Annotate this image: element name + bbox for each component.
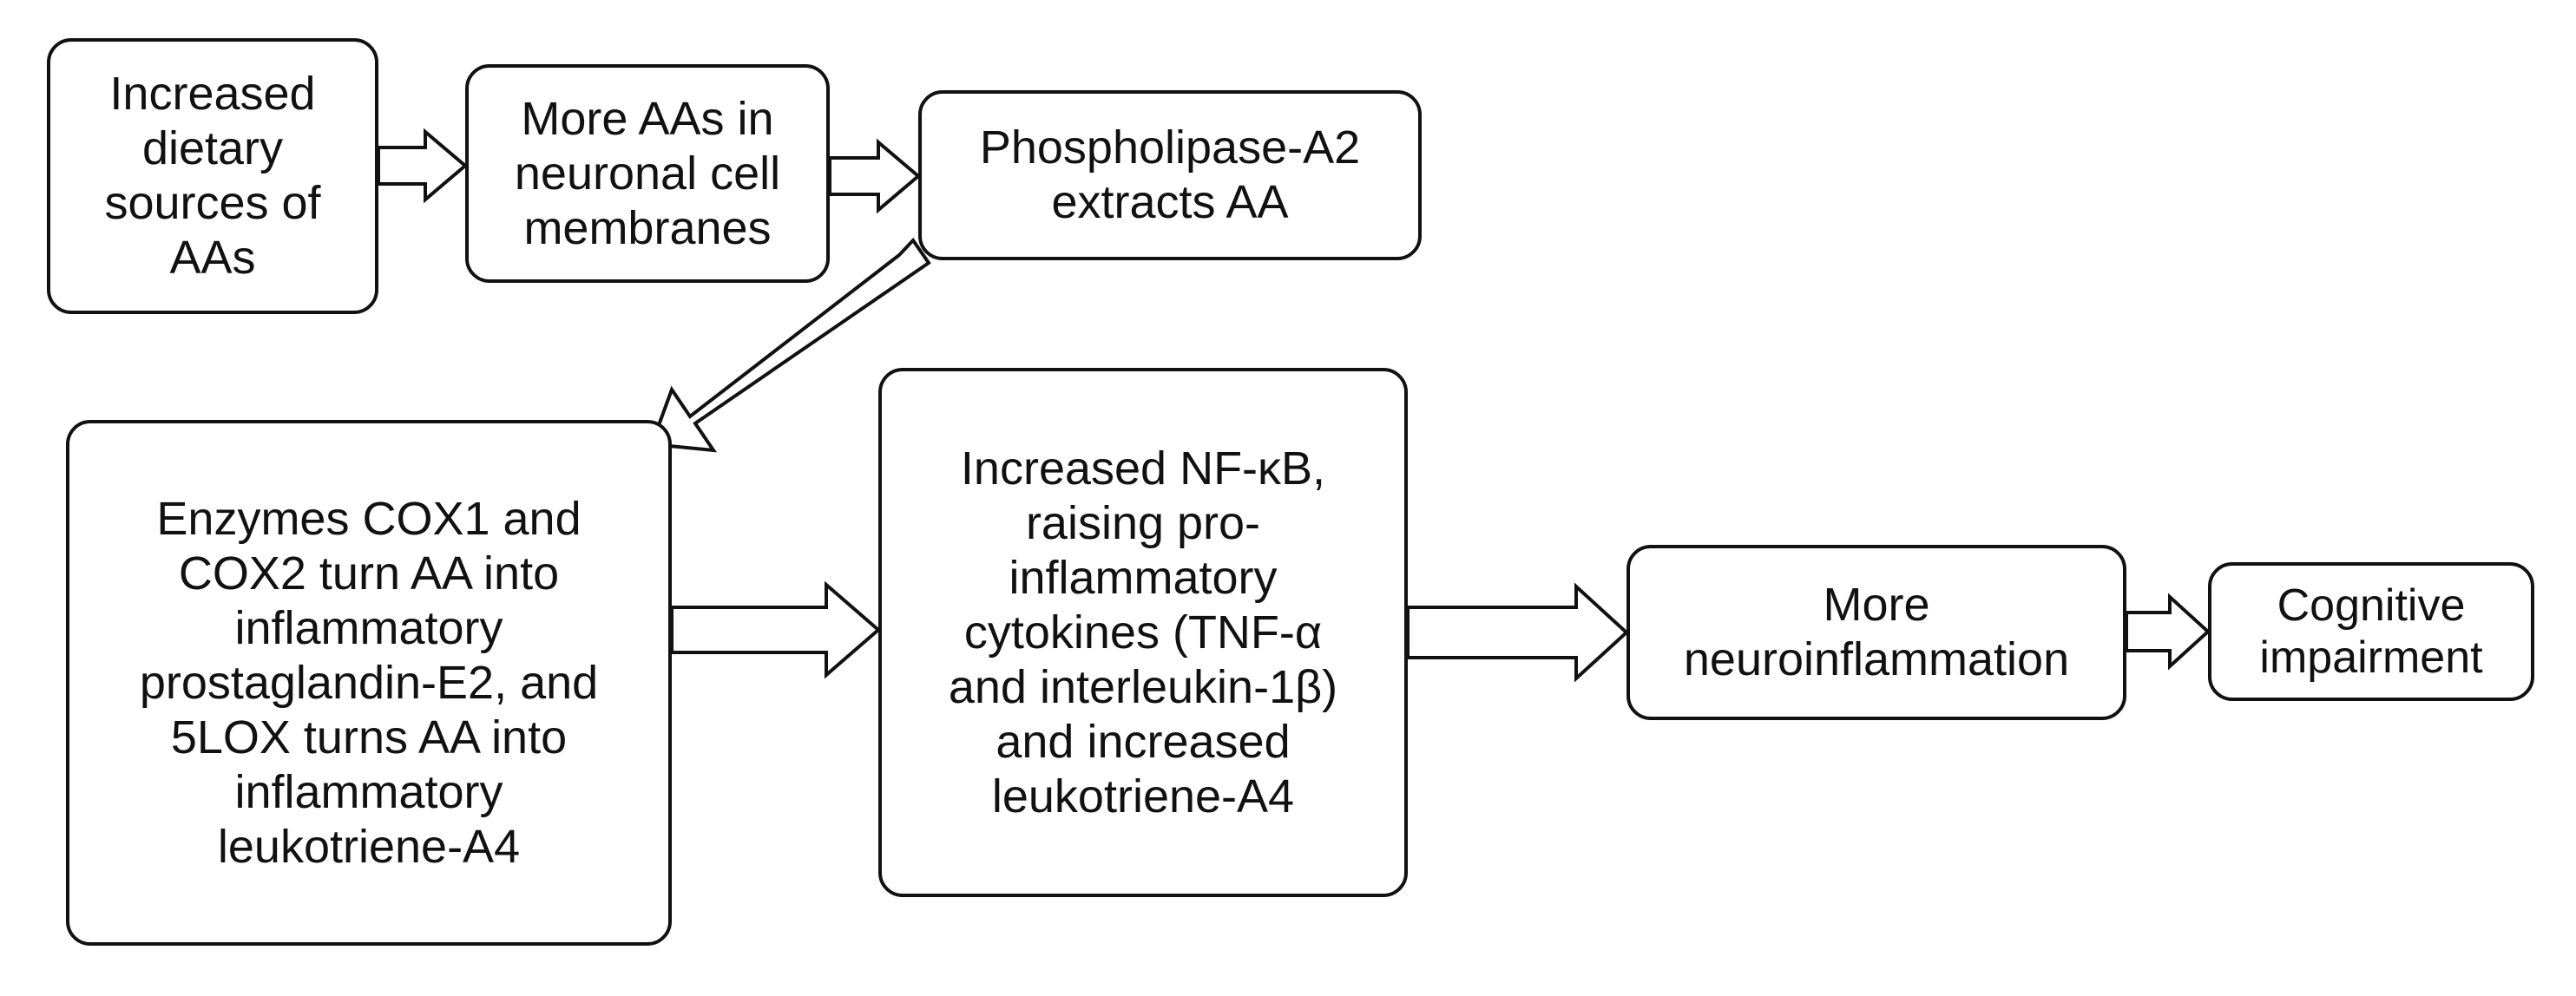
node-label: Increased dietary sources of AAs	[104, 68, 321, 284]
node-nf-kb-cytokines: Increased NF-κB, raising pro- inflammato…	[878, 368, 1408, 897]
arrow-n5-to-n6	[1406, 582, 1629, 683]
node-label: More neuroinflammation	[1683, 579, 2070, 685]
node-more-aas-in-membranes: More AAs in neuronal cell membranes	[465, 64, 830, 283]
node-cognitive-impairment: Cognitive impairment	[2208, 562, 2534, 701]
node-neuroinflammation: More neuroinflammation	[1626, 545, 2126, 720]
node-label: Increased NF-κB, raising pro- inflammato…	[948, 442, 1338, 822]
arrow-n1-to-n2	[377, 128, 469, 204]
node-label: Phospholipase-A2 extracts AA	[979, 121, 1361, 228]
node-cox-5lox-enzymes: Enzymes COX1 and COX2 turn AA into infla…	[66, 420, 672, 946]
node-label: Cognitive impairment	[2259, 580, 2483, 683]
arrow-n4-to-n5	[670, 580, 882, 679]
node-phospholipase-a2: Phospholipase-A2 extracts AA	[918, 90, 1422, 260]
node-label: Enzymes COX1 and COX2 turn AA into infla…	[139, 492, 599, 873]
arrow-n6-to-n7	[2125, 593, 2211, 671]
arrow-n2-to-n3	[828, 138, 922, 214]
node-increased-dietary-sources: Increased dietary sources of AAs	[47, 38, 378, 314]
node-label: More AAs in neuronal cell membranes	[514, 92, 781, 254]
